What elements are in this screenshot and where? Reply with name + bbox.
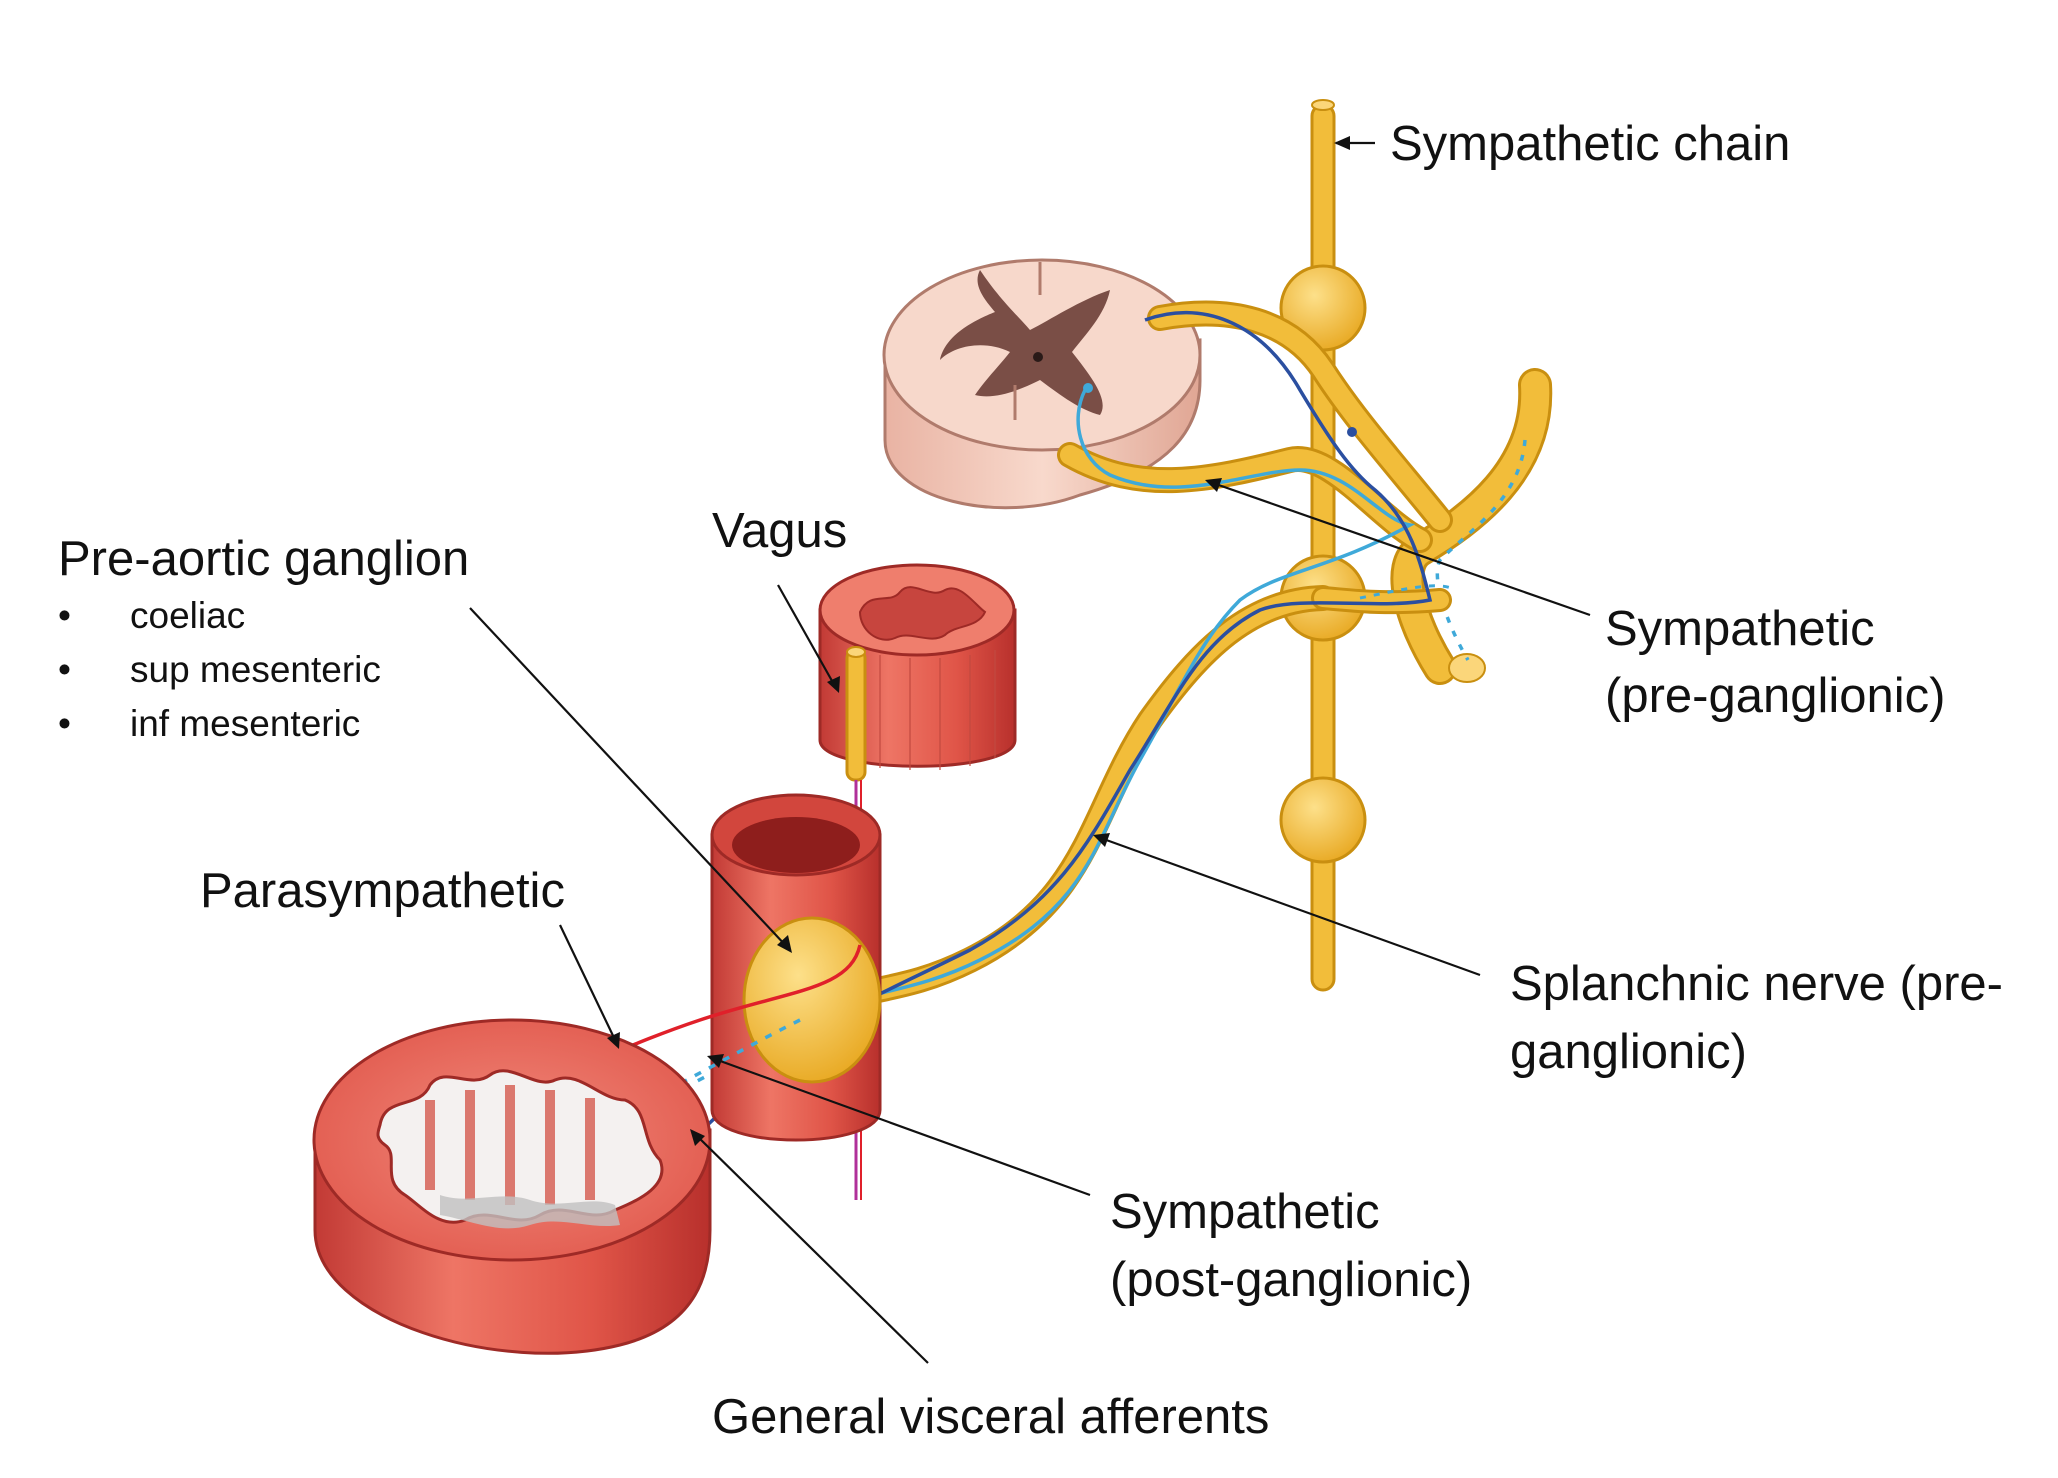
label-sympathetic-post-line2: (post-ganglionic) xyxy=(1110,1253,1472,1307)
list-item: sup mesenteric xyxy=(130,649,381,690)
label-sympathetic-pre-line2: (pre-ganglionic) xyxy=(1605,669,1945,723)
pointer-sympathetic-chain xyxy=(1334,136,1375,150)
label-general-visceral-afferents: General visceral afferents xyxy=(712,1390,1269,1444)
pointer-splanchnic xyxy=(1093,833,1481,977)
label-splanchnic-line2: ganglionic) xyxy=(1510,1025,1747,1079)
label-sympathetic-chain: Sympathetic chain xyxy=(1390,117,1790,171)
list-bullet: • xyxy=(58,649,71,690)
intestine-upper xyxy=(818,563,1017,770)
label-sympathetic-post-line1: Sympathetic xyxy=(1110,1185,1380,1239)
list-item: inf mesenteric xyxy=(130,703,360,744)
label-vagus: Vagus xyxy=(712,504,847,558)
chain-ganglion-lower xyxy=(1279,776,1367,864)
label-splanchnic-line1: Splanchnic nerve (pre- xyxy=(1510,957,2003,1011)
pointer-vagus xyxy=(777,584,840,693)
pointer-gva xyxy=(690,1129,929,1364)
list-bullet: • xyxy=(58,595,71,636)
grey-matter xyxy=(940,270,1110,415)
label-sympathetic-pre-line1: Sympathetic xyxy=(1605,602,1875,656)
pointer-sympathetic-pre xyxy=(1205,478,1591,617)
label-parasympathetic: Parasympathetic xyxy=(200,864,565,918)
list-bullet: • xyxy=(58,703,71,744)
pre-aortic-list: • coeliac • sup mesenteric • inf mesente… xyxy=(58,595,381,744)
pointer-sympathetic-post xyxy=(707,1054,1091,1197)
sympathetic-chain xyxy=(1279,99,1367,992)
intestine-lower xyxy=(312,1018,712,1355)
pre-aortic-ganglion xyxy=(742,916,882,1084)
pointer-pre-aortic xyxy=(469,607,792,953)
pointer-parasympathetic xyxy=(559,924,620,1049)
label-pre-aortic-ganglion: Pre-aortic ganglion xyxy=(58,532,469,586)
list-item: coeliac xyxy=(130,595,245,636)
